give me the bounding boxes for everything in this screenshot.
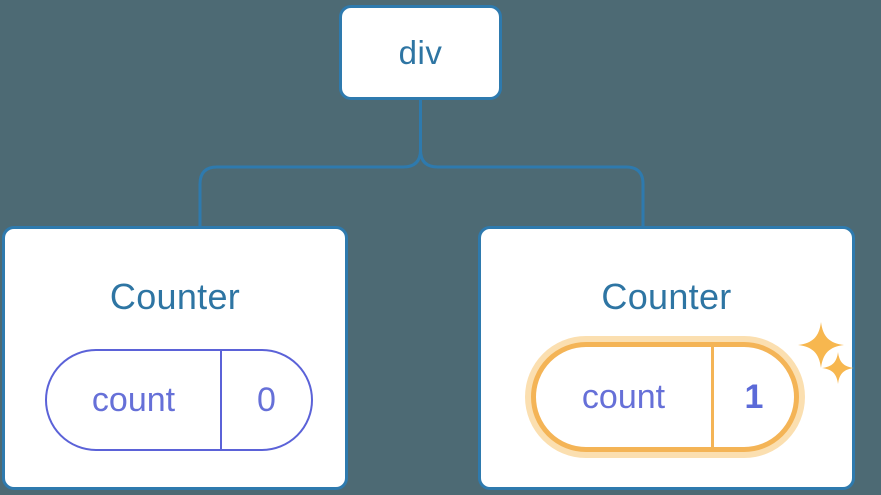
root-node-div[interactable]: div bbox=[339, 5, 502, 100]
state-pill-highlight-glow: count 1 bbox=[525, 336, 805, 458]
sparkle-icon bbox=[822, 352, 854, 384]
state-key-label: count bbox=[536, 347, 714, 447]
component-card-counter-right[interactable]: Counter count 1 bbox=[478, 226, 855, 490]
component-card-counter-left[interactable]: Counter count 0 bbox=[2, 226, 348, 490]
state-value-label: 0 bbox=[257, 381, 276, 419]
sparkle-icon bbox=[798, 322, 844, 368]
state-key-label: count bbox=[47, 351, 222, 449]
state-pill-count[interactable]: count 0 bbox=[45, 349, 313, 451]
state-value-label: 1 bbox=[744, 378, 764, 416]
component-title: Counter bbox=[109, 276, 241, 317]
component-title: Counter bbox=[601, 276, 732, 317]
state-pill-count-highlighted[interactable]: count 1 bbox=[531, 342, 799, 452]
root-node-label: div bbox=[398, 34, 443, 71]
